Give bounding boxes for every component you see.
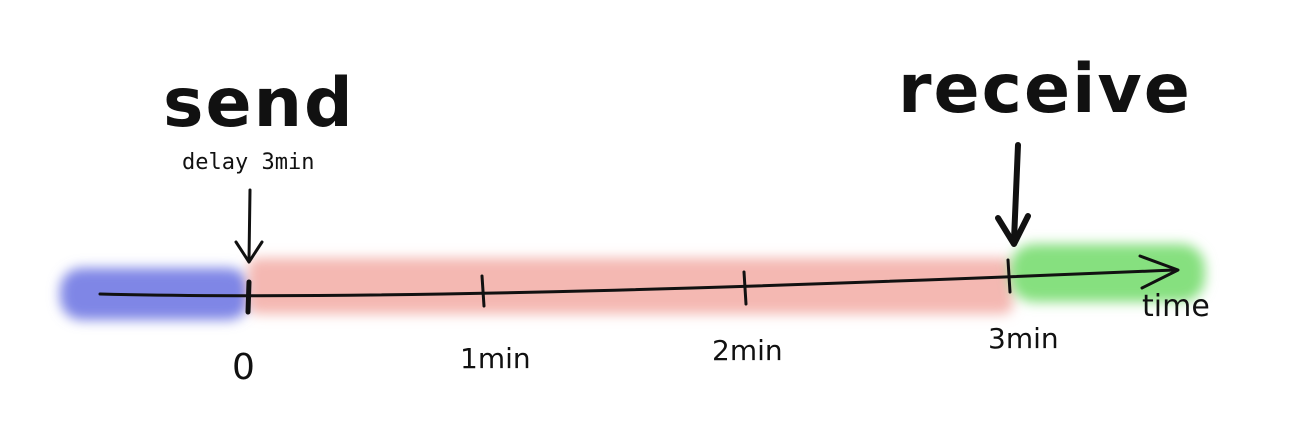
tick-mark-2min [742,270,748,306]
tick-label-0: 0 [232,347,255,388]
send-arrow [247,188,252,262]
receive-label: receive [898,50,1192,129]
time-axis-line [98,268,1177,298]
time-axis-label: time [1142,289,1210,324]
send-arrow-head [234,240,264,264]
tick-mark-1min [480,274,486,308]
tick-mark-3min [1006,258,1012,294]
tick-mark-0 [245,279,252,315]
time-axis-arrowhead [1138,254,1180,290]
delay-label: delay 3min [182,150,315,175]
tick-label-3min: 3min [988,322,1059,355]
tick-label-2min: 2min [712,334,783,367]
send-label: send [163,64,355,143]
receive-arrow [1011,142,1021,243]
receive-arrow-head [995,213,1031,247]
phase-band-in-transit [248,258,1013,314]
tick-label-1min: 1min [460,342,531,375]
